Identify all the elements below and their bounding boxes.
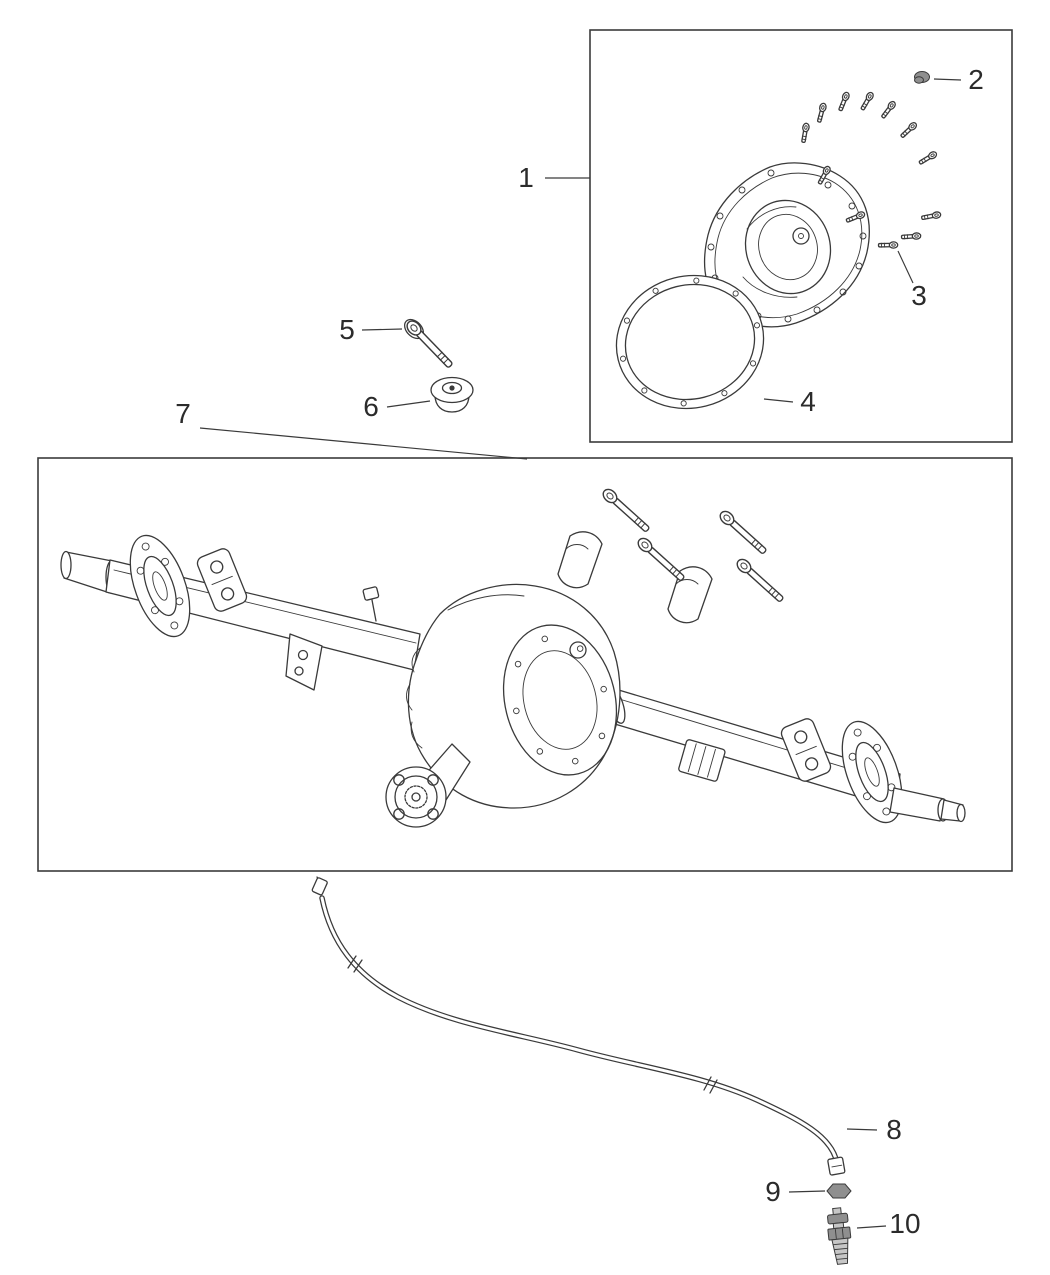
callout-5: 5 (339, 314, 355, 345)
detail-box-outline (589, 29, 1013, 443)
fill-plug-drawing (914, 71, 930, 84)
axle-box-outline (37, 457, 1013, 872)
callout-9: 9 (765, 1176, 781, 1207)
mount-bolt-drawing (403, 317, 456, 371)
bumper-drawing (430, 376, 474, 413)
detail-box (589, 29, 1013, 443)
differential-cover-drawing (703, 162, 870, 328)
vent-hose-drawing (311, 876, 846, 1176)
callout-7: 7 (175, 398, 191, 429)
callout-3: 3 (911, 280, 927, 311)
axle-box (37, 457, 1013, 872)
callout-1: 1 (518, 162, 534, 193)
callout-8: 8 (886, 1114, 902, 1145)
callout-2: 2 (968, 64, 984, 95)
callout-6: 6 (363, 391, 379, 422)
leader-lines (199, 78, 962, 1229)
vent-valve-drawing (827, 1207, 852, 1265)
gasket-drawing (615, 274, 765, 410)
callout-4: 4 (800, 386, 816, 417)
callout-10: 10 (889, 1208, 921, 1239)
vent-nut-drawing (826, 1183, 852, 1199)
axle-housing-drawing (60, 486, 966, 832)
